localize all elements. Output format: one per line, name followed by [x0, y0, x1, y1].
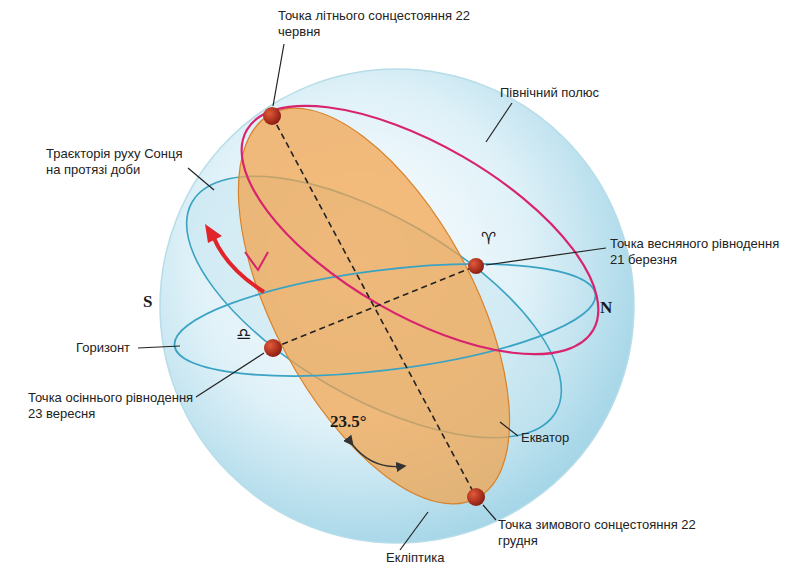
- ecliptic-label: Екліптика: [386, 550, 444, 566]
- sun-direction-arrowhead: [205, 224, 222, 243]
- south-mark: S: [143, 292, 152, 312]
- autumn-equinox-point: [264, 339, 282, 357]
- equinox-axis: [273, 266, 476, 348]
- ecliptic-plane: [183, 67, 565, 546]
- leader-lines: [138, 44, 606, 550]
- trajectory-chevron: [245, 252, 268, 270]
- winter-solstice-point: [467, 488, 485, 506]
- summer-solstice-point: [263, 107, 281, 125]
- angle-label: 23.5°: [330, 412, 367, 432]
- sun-trajectory: [204, 56, 635, 403]
- angle-arc: [352, 444, 404, 467]
- point-label: Точка зимового сонцестояння 22 грудня: [498, 517, 698, 548]
- sun-direction-arrow: [213, 236, 264, 292]
- horizon-label: Горизонт: [76, 340, 130, 356]
- libra-symbol: ♎: [236, 324, 251, 344]
- point-label: Точка літнього сонцестояння 22 червня: [278, 8, 478, 39]
- aries-symbol: ♈: [481, 228, 496, 248]
- solstice-axis: [272, 116, 476, 497]
- north-mark: N: [600, 298, 612, 318]
- equator-label: Екватор: [521, 430, 569, 446]
- point-label: Точка осіннього рівнодення 23 вересня: [28, 390, 208, 421]
- point-label: Точка весняного рівнодення 21 березня: [610, 236, 788, 267]
- trajectory-label: Траєкторія руху Сонця на протязі доби: [46, 146, 196, 177]
- pole-label: Північний полюс: [500, 85, 599, 101]
- spring-equinox-point: [468, 258, 484, 274]
